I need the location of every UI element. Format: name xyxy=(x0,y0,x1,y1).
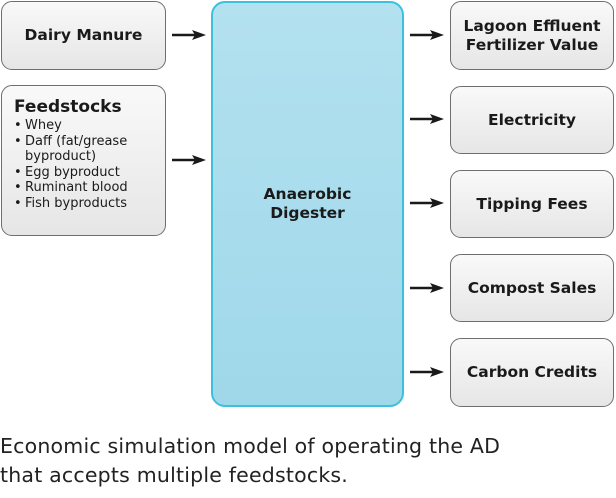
arrow-icon xyxy=(172,30,206,40)
output-label: Compost Sales xyxy=(467,278,597,297)
output-label-line2: Fertilizer Value xyxy=(465,35,599,54)
feedstock-item: Whey xyxy=(14,118,165,134)
digester-label-line2: Digester xyxy=(270,204,345,222)
feedstock-item: Ruminant blood xyxy=(14,180,165,196)
output-tipping-fees: Tipping Fees xyxy=(450,170,614,238)
arrow-icon xyxy=(410,367,444,377)
dairy-manure-label: Dairy Manure xyxy=(24,26,143,44)
anaerobic-digester-box: Anaerobic Digester xyxy=(211,1,404,407)
arrow-icon xyxy=(172,155,206,165)
output-label-line1: Lagoon Effluent xyxy=(463,16,601,35)
output-label: Carbon Credits xyxy=(466,363,598,381)
caption-line2: that accepts multiple feedstocks. xyxy=(0,463,348,487)
arrow-icon xyxy=(410,283,444,293)
figure-caption: Economic simulation model of operating t… xyxy=(0,432,616,490)
arrow-icon xyxy=(410,30,444,40)
arrow-icon xyxy=(410,198,444,208)
output-compost-sales: Compost Sales xyxy=(450,254,614,322)
input-dairy-manure: Dairy Manure xyxy=(1,1,166,70)
digester-label-line1: Anaerobic xyxy=(263,185,352,203)
output-carbon-credits: Carbon Credits xyxy=(450,338,614,407)
caption-line1: Economic simulation model of operating t… xyxy=(0,434,501,458)
arrow-icon xyxy=(410,114,444,124)
output-electricity: Electricity xyxy=(450,86,614,154)
output-label: Tipping Fees xyxy=(476,194,588,213)
output-label: Electricity xyxy=(488,110,576,129)
feedstocks-title: Feedstocks xyxy=(14,97,122,117)
input-feedstocks: Feedstocks Whey Daff (fat/grease byprodu… xyxy=(1,85,166,236)
feedstocks-list: Whey Daff (fat/grease byproduct) Egg byp… xyxy=(14,118,165,211)
output-lagoon-effluent: Lagoon Effluent Fertilizer Value xyxy=(450,1,614,70)
feedstock-item: Fish byproducts xyxy=(14,196,165,212)
feedstock-item: Egg byproduct xyxy=(14,165,165,181)
feedstock-item: Daff (fat/grease byproduct) xyxy=(14,134,145,165)
